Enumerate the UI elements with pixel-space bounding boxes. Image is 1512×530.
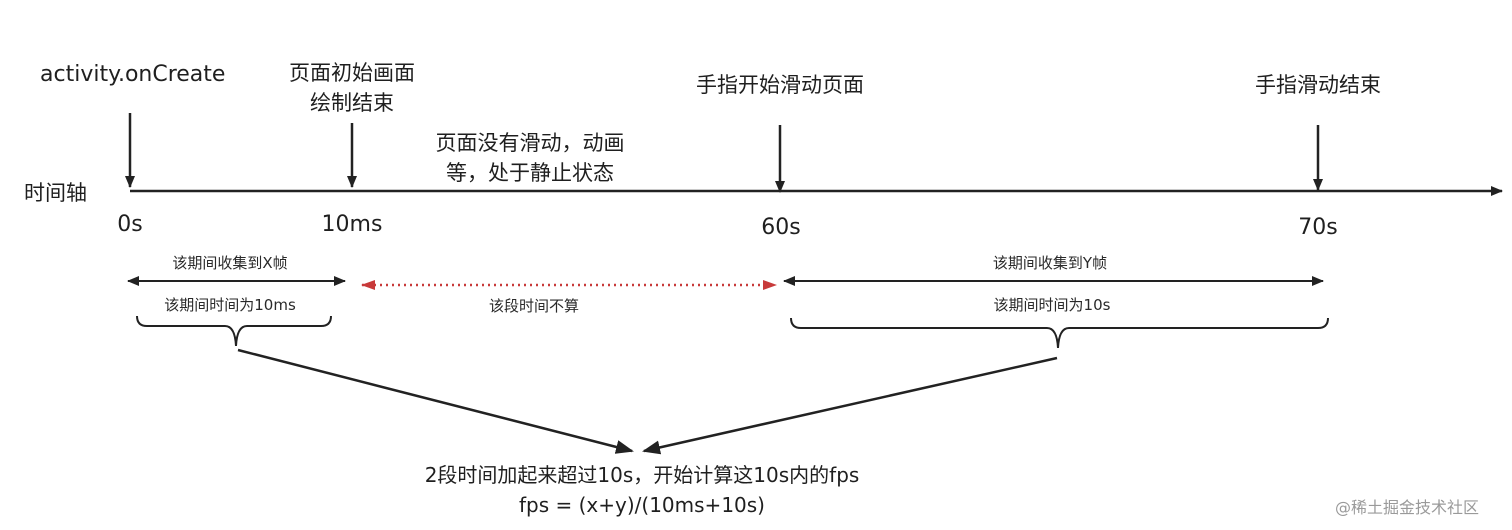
left-duration-brace [136, 315, 332, 347]
scroll-start-label: 手指开始滑动页面 [696, 73, 864, 97]
summary-line1: 2段时间加起来超过10s，开始计算这10s内的fps [424, 463, 860, 487]
left-sum-arrow [237, 348, 634, 454]
axis-label: 时间轴 [24, 181, 87, 205]
fps-formula: fps = (x+y)/(10ms+10s) [519, 493, 765, 517]
left-duration-label: 该期间时间为10ms [164, 296, 296, 314]
idle-state-label: 页面没有滑动，动画 等，处于静止状态 [436, 128, 625, 188]
right-duration-label: 该期间时间为10s [993, 296, 1111, 314]
tick-label-70s: 70s [1298, 215, 1338, 240]
left-frames-label: 该期间收集到X帧 [172, 254, 288, 272]
idle-state-label-line2: 等，处于静止状态 [446, 161, 614, 185]
first-frame-label-line1: 页面初始画面 [289, 61, 415, 85]
watermark: @稀土掘金技术社区 [1335, 498, 1480, 517]
tick-label-10ms: 10ms [321, 212, 383, 237]
idle-state-label-line1: 页面没有滑动，动画 [435, 131, 625, 155]
tick-label-0s: 0s [117, 212, 143, 237]
right-sum-arrow [642, 356, 1058, 455]
oncreate-label: activity.onCreate [40, 62, 226, 87]
scroll-end-label: 手指滑动结束 [1255, 73, 1381, 97]
right-duration-brace [790, 317, 1329, 349]
tick-label-60s: 60s [761, 215, 801, 240]
ignored-segment-label: 该段时间不算 [488, 297, 580, 315]
right-frames-label: 该期间收集到Y帧 [992, 254, 1108, 272]
first-frame-label: 页面初始画面 绘制结束 [289, 58, 415, 118]
first-frame-label-line2: 绘制结束 [310, 91, 394, 115]
summary-text: 2段时间加起来超过10s，开始计算这10s内的fps fps = (x+y)/(… [425, 460, 860, 520]
